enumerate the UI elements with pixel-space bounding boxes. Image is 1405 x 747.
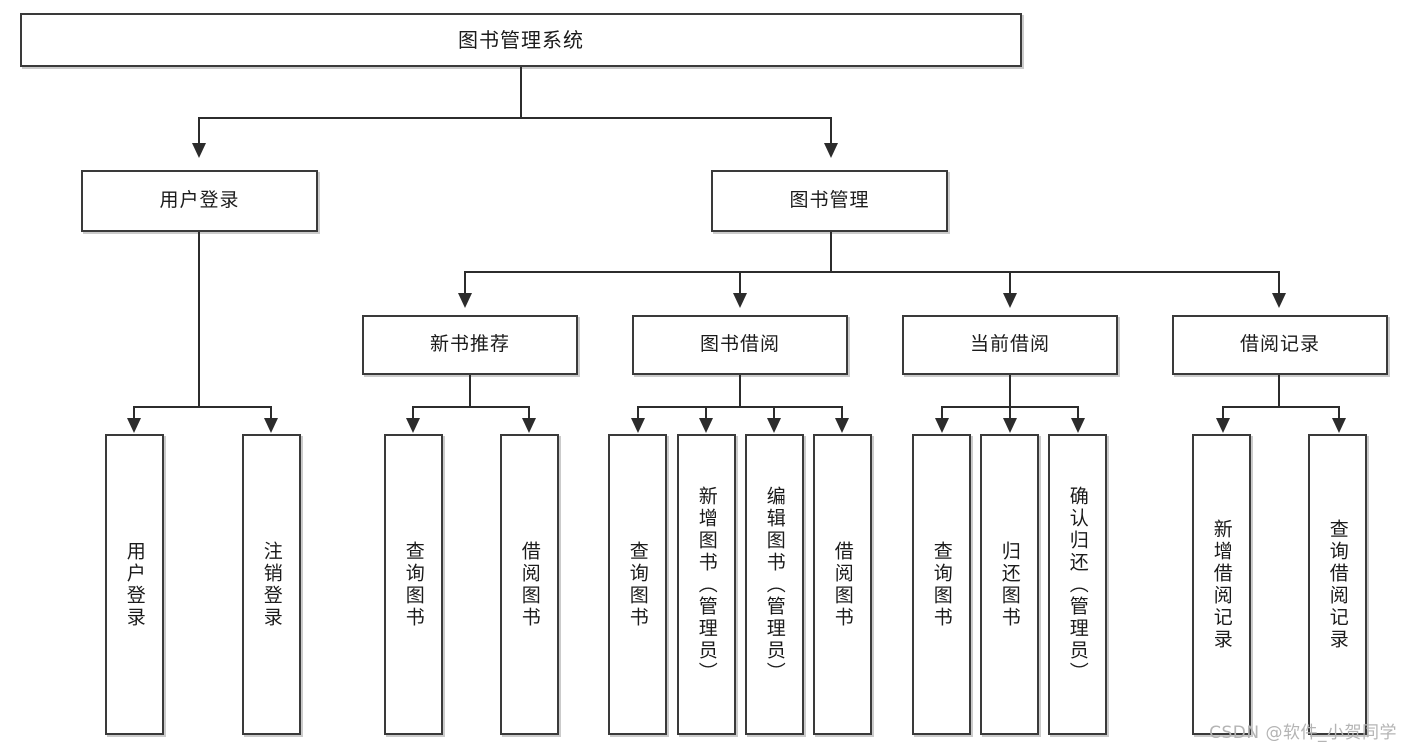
node-book-management[interactable]: 图书管理	[711, 170, 948, 232]
node-label: 编辑图书（管理员）	[763, 485, 786, 684]
node-leaf-confirm-return-admin[interactable]: 确认归还（管理员）	[1048, 434, 1107, 735]
arrow-to-user-login	[192, 143, 206, 158]
arrow-book-borrow-leaf-2	[699, 418, 713, 433]
edge-book-borrow-drop-1	[637, 406, 639, 420]
watermark: CSDN @软件_小贺同学	[1209, 723, 1397, 743]
edge-root-stem	[520, 67, 522, 118]
edge-new-book-bus	[412, 406, 529, 408]
edge-borrow-record-drop-2	[1338, 406, 1340, 420]
arrow-to-current-borrow	[1003, 293, 1017, 308]
node-current-borrow[interactable]: 当前借阅	[902, 315, 1118, 375]
edge-to-book-manage	[830, 117, 832, 145]
edge-to-book-borrow	[739, 271, 741, 295]
node-leaf-add-book-admin[interactable]: 新增图书（管理员）	[677, 434, 736, 735]
edge-borrow-record-stem	[1278, 375, 1280, 407]
node-leaf-borrow-book-recommend[interactable]: 借阅图书	[500, 434, 559, 735]
edge-current-borrow-drop-3	[1077, 406, 1079, 420]
edge-new-book-drop-1	[412, 406, 414, 420]
edge-borrow-record-drop-1	[1222, 406, 1224, 420]
node-borrow-record[interactable]: 借阅记录	[1172, 315, 1388, 375]
edge-to-user-login	[198, 117, 200, 145]
arrow-user-login-leaf-2	[264, 418, 278, 433]
node-book-borrow[interactable]: 图书借阅	[632, 315, 848, 375]
node-label: 图书管理	[789, 189, 870, 212]
arrow-user-login-leaf-1	[127, 418, 141, 433]
node-label: 借阅图书	[518, 540, 541, 629]
node-new-book-recommend[interactable]: 新书推荐	[362, 315, 578, 375]
edge-book-borrow-bus	[637, 406, 842, 408]
node-label: 新增图书（管理员）	[695, 485, 718, 684]
arrow-current-borrow-leaf-1	[935, 418, 949, 433]
node-leaf-borrow-book[interactable]: 借阅图书	[813, 434, 872, 735]
edge-borrow-record-bus	[1222, 406, 1339, 408]
edge-current-borrow-stem	[1009, 375, 1011, 407]
node-leaf-query-book-current[interactable]: 查询图书	[912, 434, 971, 735]
node-leaf-query-book-recommend[interactable]: 查询图书	[384, 434, 443, 735]
arrow-current-borrow-leaf-3	[1071, 418, 1085, 433]
edge-book-borrow-drop-2	[705, 406, 707, 420]
node-label: 归还图书	[998, 540, 1021, 629]
node-label: 借阅图书	[831, 540, 854, 629]
node-label: 确认归还（管理员）	[1066, 485, 1089, 684]
edge-user-login-drop-1	[133, 406, 135, 420]
edge-current-borrow-drop-2	[1009, 406, 1011, 420]
edge-user-login-stem	[198, 232, 200, 407]
arrow-book-borrow-leaf-1	[631, 418, 645, 433]
edge-level3-bus	[464, 271, 1278, 273]
arrow-to-book-borrow	[733, 293, 747, 308]
arrow-to-borrow-record	[1272, 293, 1286, 308]
edge-book-borrow-stem	[739, 375, 741, 407]
arrow-to-new-book	[458, 293, 472, 308]
node-leaf-user-login[interactable]: 用户登录	[105, 434, 164, 735]
node-leaf-edit-book-admin[interactable]: 编辑图书（管理员）	[745, 434, 804, 735]
node-label: 新增借阅记录	[1210, 518, 1233, 651]
node-label: 查询图书	[626, 540, 649, 629]
edge-current-borrow-drop-1	[941, 406, 943, 420]
edge-level2-bus	[198, 117, 832, 119]
node-leaf-query-borrow-record[interactable]: 查询借阅记录	[1308, 434, 1367, 735]
arrow-new-book-leaf-2	[522, 418, 536, 433]
node-leaf-return-book[interactable]: 归还图书	[980, 434, 1039, 735]
edge-book-borrow-drop-4	[841, 406, 843, 420]
arrow-book-borrow-leaf-4	[835, 418, 849, 433]
node-leaf-user-logout[interactable]: 注销登录	[242, 434, 301, 735]
edge-new-book-drop-2	[528, 406, 530, 420]
node-label: 用户登录	[123, 540, 146, 629]
edge-user-login-bus	[133, 406, 271, 408]
node-label: 查询图书	[402, 540, 425, 629]
edge-to-borrow-record	[1278, 271, 1280, 295]
edge-to-current-borrow	[1009, 271, 1011, 295]
arrow-to-book-manage	[824, 143, 838, 158]
edge-to-new-book	[464, 271, 466, 295]
arrow-borrow-record-leaf-1	[1216, 418, 1230, 433]
node-leaf-add-borrow-record[interactable]: 新增借阅记录	[1192, 434, 1251, 735]
arrow-new-book-leaf-1	[406, 418, 420, 433]
node-label: 新书推荐	[429, 333, 510, 356]
node-user-login[interactable]: 用户登录	[81, 170, 318, 232]
edge-new-book-stem	[469, 375, 471, 407]
edge-book-borrow-drop-3	[773, 406, 775, 420]
node-label: 注销登录	[260, 540, 283, 629]
node-leaf-query-book[interactable]: 查询图书	[608, 434, 667, 735]
node-label: 查询图书	[930, 540, 953, 629]
edge-user-login-drop-2	[270, 406, 272, 420]
node-root-system[interactable]: 图书管理系统	[20, 13, 1022, 67]
node-label: 借阅记录	[1239, 333, 1320, 356]
node-label: 当前借阅	[969, 333, 1050, 356]
arrow-borrow-record-leaf-2	[1332, 418, 1346, 433]
node-label: 图书管理系统	[458, 27, 584, 52]
node-label: 用户登录	[159, 189, 240, 212]
arrow-current-borrow-leaf-2	[1003, 418, 1017, 433]
edge-book-manage-stem	[830, 232, 832, 272]
node-label: 图书借阅	[699, 333, 780, 356]
node-label: 查询借阅记录	[1326, 518, 1349, 651]
arrow-book-borrow-leaf-3	[767, 418, 781, 433]
